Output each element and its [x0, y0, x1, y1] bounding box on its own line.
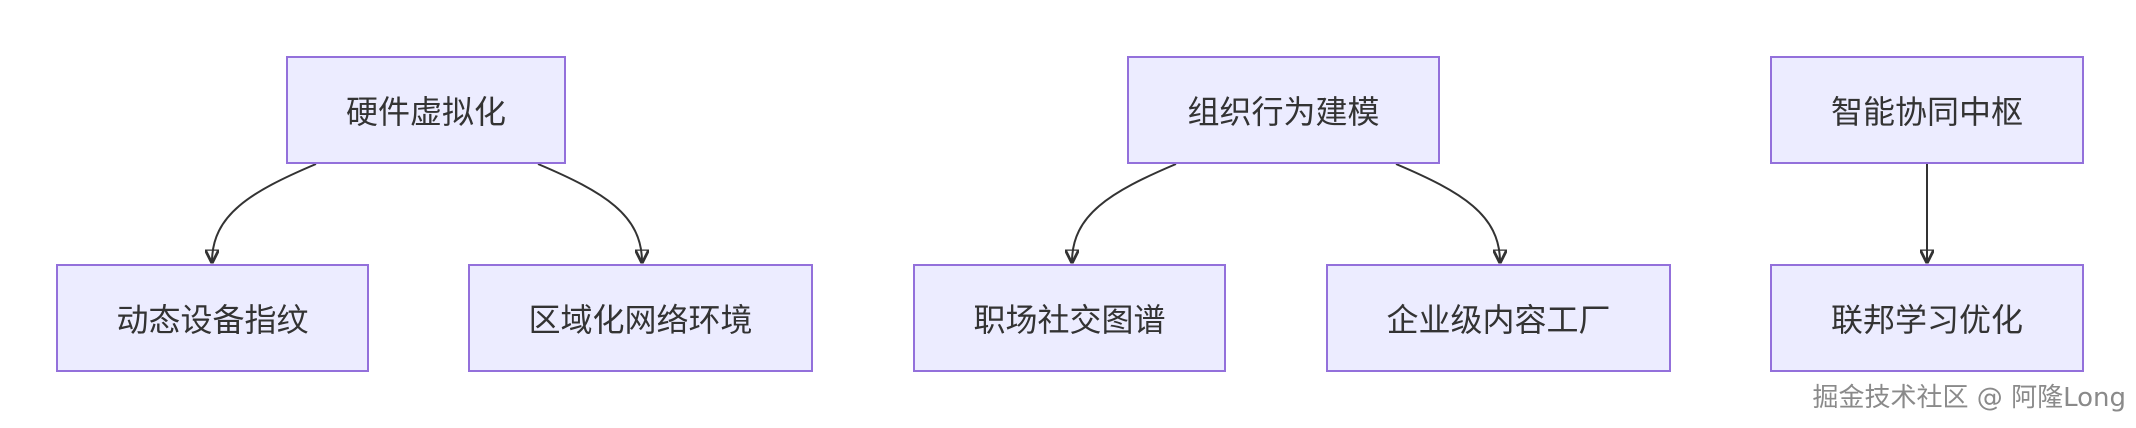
node-federated-learning-optimization: 联邦学习优化 [1770, 264, 2084, 372]
node-organizational-behavior-modeling: 组织行为建模 [1127, 56, 1440, 164]
node-dynamic-device-fingerprint: 动态设备指纹 [56, 264, 369, 372]
edge-org-behavior-to-content-factory [1395, 163, 1500, 262]
edge-hw-virtualization-to-regional-network [537, 163, 642, 262]
node-intelligent-collaboration-hub: 智能协同中枢 [1770, 56, 2084, 164]
node-regional-network-environment: 区域化网络环境 [468, 264, 813, 372]
edge-hw-virtualization-to-device-fingerprint [212, 163, 317, 262]
edge-org-behavior-to-social-graph [1072, 163, 1177, 262]
node-workplace-social-graph: 职场社交图谱 [913, 264, 1226, 372]
node-hardware-virtualization: 硬件虚拟化 [286, 56, 566, 164]
node-enterprise-content-factory: 企业级内容工厂 [1326, 264, 1671, 372]
watermark-text: 掘金技术社区 @ 阿隆Long [1812, 383, 2126, 413]
